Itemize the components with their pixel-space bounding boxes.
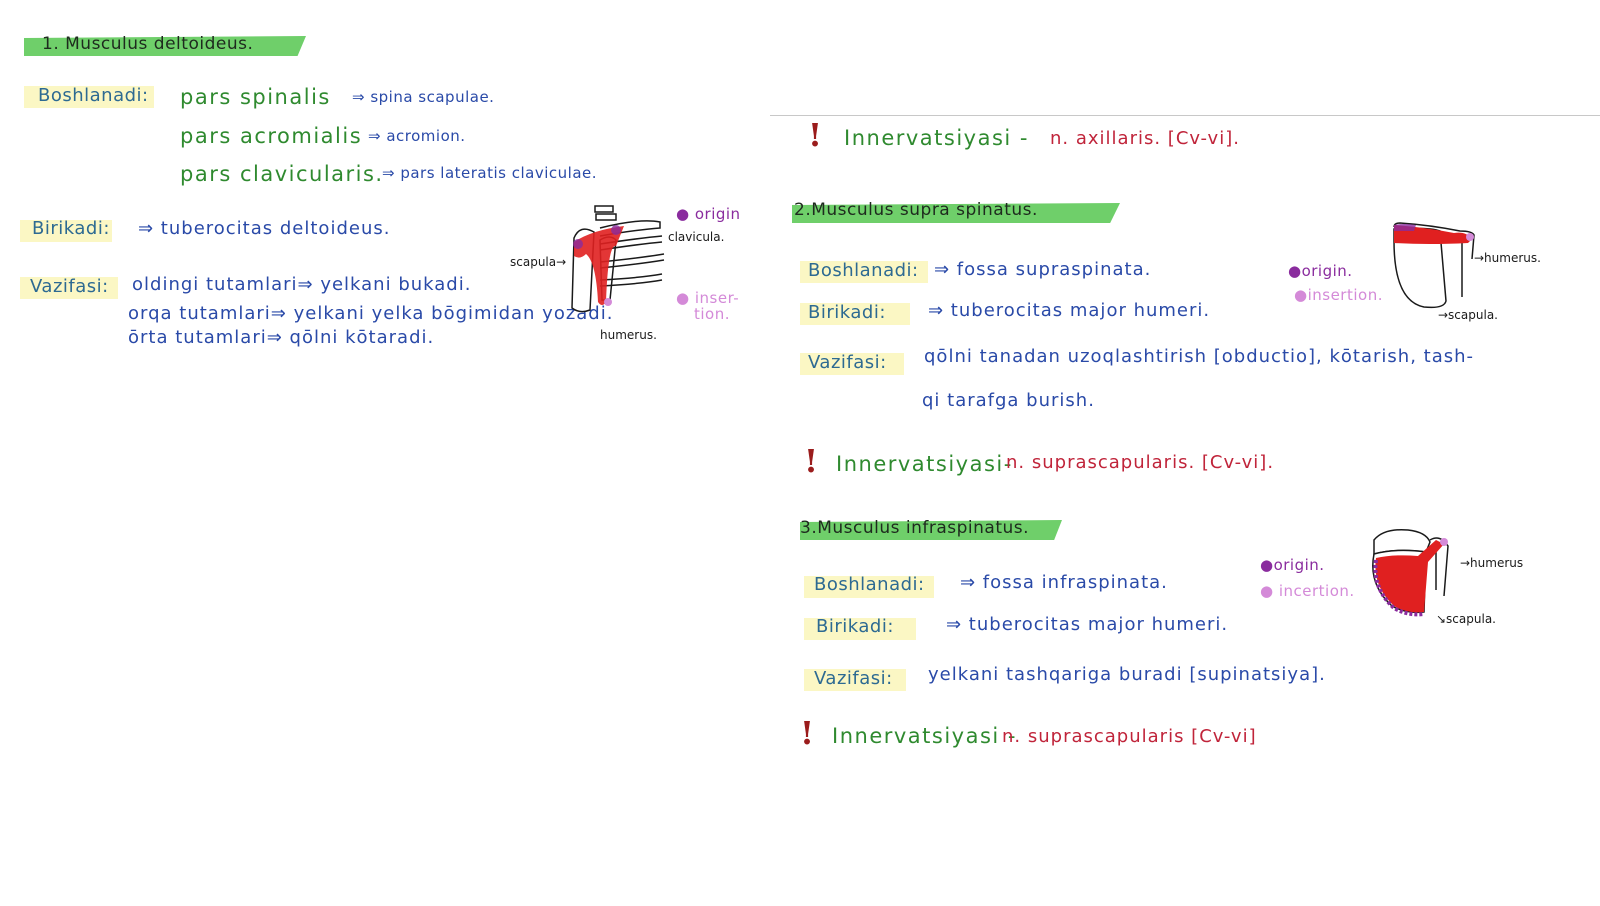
insertion-mark	[604, 298, 612, 306]
origin-target: ⇒ pars lateratis claviculae.	[382, 164, 598, 182]
insertion-label: Birikadi:	[816, 616, 894, 637]
insertion-mark	[1466, 233, 1474, 241]
section2-title-highlight	[792, 203, 1120, 223]
insertion-mark	[1440, 538, 1448, 546]
innervation-label: Innervatsiyasi -	[832, 724, 1017, 748]
label-highlight	[20, 220, 112, 242]
function-label: Vazifasi:	[808, 352, 887, 373]
legend-origin: ●origin.	[1288, 262, 1353, 280]
exclamation-icon: !	[800, 714, 815, 752]
function-label: Vazifasi:	[30, 276, 109, 297]
scapula-label: ↘scapula.	[1436, 612, 1496, 626]
deltoid-diagram	[571, 205, 665, 313]
origin-mark	[1394, 224, 1416, 231]
function-line: orqa tutamlari⇒ yelkani yelka bōgimidan …	[128, 303, 614, 324]
label-highlight	[800, 303, 910, 325]
section1-title: 1. Musculus deltoideus.	[42, 34, 254, 54]
humerus-drawing	[1429, 537, 1449, 597]
function-line: qōlni tanadan uzoqlashtirish [obductio],…	[924, 346, 1475, 367]
section2-title: 2.Musculus supra spinatus.	[794, 200, 1038, 220]
innervation-label: Innervatsiyasi-	[836, 452, 1013, 476]
insertion-label: Birikadi:	[32, 218, 110, 239]
origin-label: Boshlanadi:	[814, 574, 925, 595]
right-page: ! Innervatsiyasi - n. axillaris. [Cv-vi]…	[770, 115, 1600, 906]
section1-title-highlight	[24, 36, 306, 56]
origin-part: pars spinalis	[180, 85, 331, 109]
origin-target: ⇒ acromion.	[368, 127, 466, 145]
origin-target: ⇒ spina scapulae.	[352, 88, 495, 106]
origin-label: Boshlanadi:	[38, 85, 149, 106]
innervation-label: Innervatsiyasi -	[844, 126, 1029, 150]
origin-mark	[573, 239, 583, 249]
label-highlight	[800, 261, 928, 283]
innervation-value: n. axillaris. [Cv-vi].	[1050, 128, 1240, 149]
insertion-value: ⇒ tuberocitas major humeri.	[946, 614, 1229, 635]
origin-label: Boshlanadi:	[808, 260, 919, 281]
legend-insertion: ● incertion.	[1260, 582, 1355, 600]
legend-insertion: ● inser-	[676, 289, 740, 307]
legend-origin: ●origin.	[1260, 556, 1325, 574]
humerus-drawing	[1393, 222, 1475, 297]
function-line: oldingi tutamlari⇒ yelkani bukadi.	[132, 274, 472, 295]
legend-insertion: ●insertion.	[1294, 286, 1383, 304]
label-highlight	[20, 277, 118, 299]
insertion-value: ⇒ tuberocitas major humeri.	[928, 300, 1211, 321]
insertion-label: Birikadi:	[808, 302, 886, 323]
humerus-label: humerus.	[600, 328, 657, 342]
scapula-label: →scapula.	[1438, 308, 1498, 322]
innervation-value: n. suprascapularis. [Cv-vi].	[1006, 452, 1275, 473]
insertion-value: ⇒ tuberocitas deltoideus.	[138, 218, 391, 239]
left-page: 1. Musculus deltoideus. Boshlanadi: pars…	[0, 0, 770, 905]
deltoid-muscle	[574, 226, 624, 305]
origin-mark	[611, 225, 621, 235]
supraspinatus-diagram	[1393, 222, 1475, 309]
humerus-label: →humerus	[1460, 556, 1524, 570]
label-highlight	[804, 576, 934, 598]
humerus-label: →humerus.	[1474, 251, 1541, 265]
innervation-value: n. suprascapularis [Cv-vi]	[1002, 726, 1257, 747]
label-highlight	[804, 618, 916, 640]
label-highlight	[24, 86, 154, 108]
function-line: qi tarafga burish.	[922, 390, 1095, 411]
origin-part: pars clavicularis.	[180, 162, 384, 186]
exclamation-icon: !	[804, 442, 819, 480]
exclamation-icon: !	[808, 116, 823, 154]
label-highlight	[804, 669, 906, 691]
function-label: Vazifasi:	[814, 668, 893, 689]
function-line: ōrta tutamlari⇒ qōlni kōtaradi.	[128, 327, 435, 348]
label-highlight	[800, 353, 904, 375]
legend-origin: ● origin	[676, 205, 741, 223]
function-value: yelkani tashqariga buradi [supinatsiya].	[928, 664, 1326, 685]
infraspinatus-diagram	[1372, 528, 1449, 617]
infraspinatus-muscle	[1375, 540, 1444, 613]
origin-value: ⇒ fossa supraspinata.	[934, 259, 1152, 280]
origin-value: ⇒ fossa infraspinata.	[960, 572, 1168, 593]
scapula-label: scapula→	[510, 255, 567, 269]
clavicula-label: clavicula.	[668, 230, 725, 244]
origin-mark	[1373, 559, 1425, 617]
section3-title: 3.Musculus infraspinatus.	[800, 518, 1030, 538]
legend-insertion-cont: tion.	[694, 305, 731, 323]
section3-title-highlight	[800, 520, 1062, 540]
origin-part: pars acromialis	[180, 124, 363, 148]
